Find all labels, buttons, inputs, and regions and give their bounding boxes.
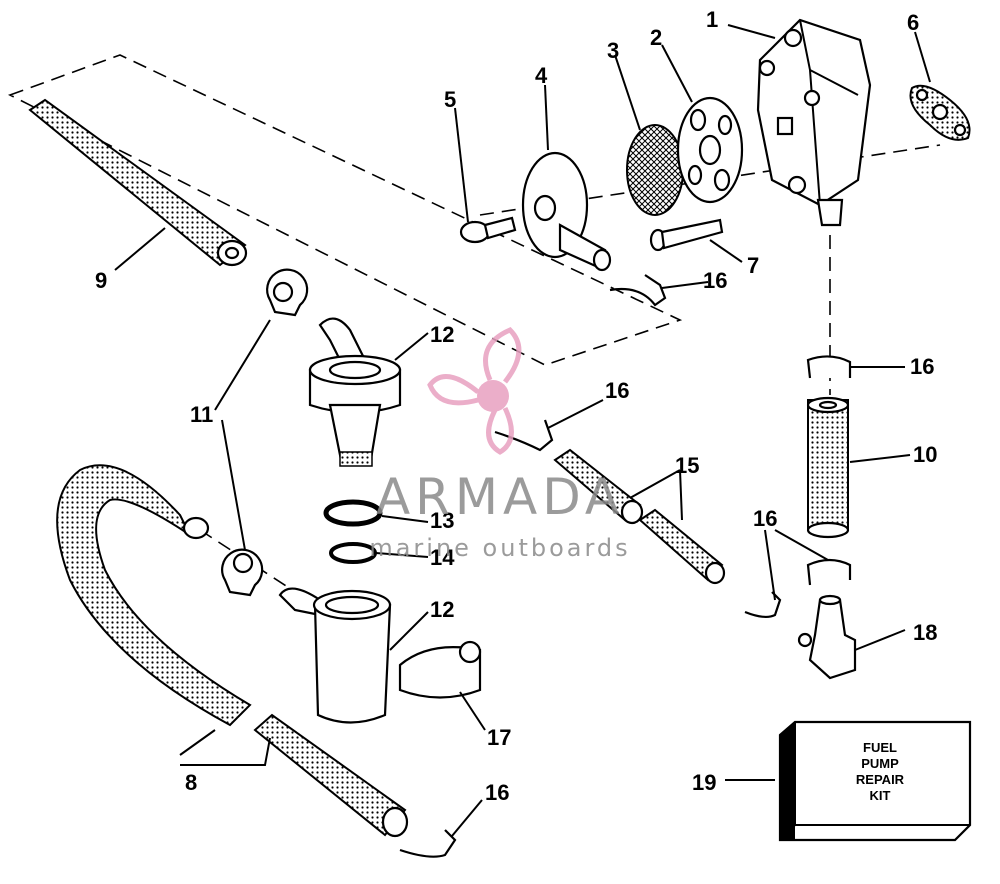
screw-5: [459, 216, 517, 244]
assembly-line-lower: [199, 529, 301, 596]
callout-5: 5: [444, 87, 456, 112]
propeller-icon: [427, 327, 522, 455]
callout-12-lower: 12: [430, 597, 454, 622]
screen-3: [626, 124, 684, 216]
clip-16-d: [806, 558, 852, 586]
callout-1: 1: [706, 7, 718, 32]
callout-18: 18: [913, 620, 937, 645]
filter-bowl-12: [278, 587, 392, 724]
callout-16-e: 16: [485, 780, 509, 805]
callout-6: 6: [907, 10, 919, 35]
callout-16-b: 16: [910, 354, 934, 379]
screw-7: [649, 218, 724, 252]
valve-plate-2: [676, 96, 744, 204]
hoses-15: [553, 448, 726, 585]
pump-body-1: [756, 18, 872, 227]
callout-10: 10: [913, 442, 937, 467]
callout-12-upper: 12: [430, 322, 454, 347]
hose-8: [56, 464, 409, 838]
hose-9: [28, 98, 248, 267]
watermark-logo: ARMADA marine outboards: [369, 327, 630, 562]
clip-16-a: [609, 274, 667, 307]
clip-16-f: [399, 829, 457, 858]
callout-16-c: 16: [605, 378, 629, 403]
callout-16-a: 16: [703, 268, 727, 293]
callout-4: 4: [535, 63, 548, 88]
repair-kit-line-1: FUEL: [863, 740, 897, 755]
o-ring-14: [329, 542, 377, 564]
leader-lines: [114, 24, 931, 837]
gasket-6: [909, 84, 971, 141]
callout-17: 17: [487, 725, 511, 750]
clip-16-c: [494, 419, 554, 452]
assembly-line-upper: [7, 54, 683, 366]
callout-13: 13: [430, 508, 454, 533]
watermark-tagline: marine outboards: [369, 534, 630, 562]
callout-16-d: 16: [753, 506, 777, 531]
repair-kit-line-4: KIT: [870, 788, 891, 803]
clip-16-e: [744, 591, 782, 619]
pump-cover-4: [521, 151, 612, 272]
callout-7: 7: [747, 253, 759, 278]
callout-8: 8: [185, 770, 197, 795]
clip-16-b: [806, 355, 852, 379]
hose-clamp-11-lower: [221, 548, 264, 597]
hose-clamp-11-upper: [266, 268, 309, 317]
callout-2: 2: [650, 25, 662, 50]
repair-kit-line-3: REPAIR: [856, 772, 905, 787]
repair-kit-line-2: PUMP: [861, 756, 899, 771]
bracket-17: [398, 640, 482, 699]
filter-cap-12: [308, 317, 402, 467]
callout-19: 19: [692, 770, 716, 795]
callout-15: 15: [675, 453, 699, 478]
callout-11: 11: [190, 402, 213, 427]
hose-10: [806, 396, 850, 539]
repair-kit-box-19: FUEL PUMP REPAIR KIT: [778, 720, 972, 842]
callout-9: 9: [95, 268, 107, 293]
elbow-fitting-18: [797, 594, 857, 680]
callout-14: 14: [430, 545, 455, 570]
watermark-brand: ARMADA: [376, 468, 624, 526]
callout-3: 3: [607, 38, 619, 63]
gasket-13: [323, 499, 383, 527]
